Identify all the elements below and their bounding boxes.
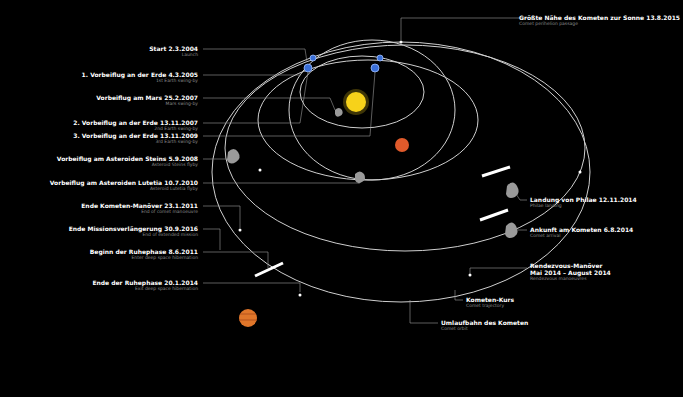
callout-label: Umlaufbahn des KometenComet orbit bbox=[441, 319, 528, 332]
label-translation: Exit deep space hibernation bbox=[92, 286, 198, 292]
label-translation: 1st Earth swing-by bbox=[82, 78, 198, 84]
spacecraft-orbit bbox=[225, 45, 585, 251]
event-label: Umlaufbahn des Kometen bbox=[441, 319, 528, 326]
callout-label: Start 2.3.2004Launch bbox=[149, 45, 198, 58]
event-label: Ende Kometen-Manöver 23.1.2011 bbox=[81, 202, 198, 209]
event-label: 2. Vorbeiflug an der Erde 13.11.2007 bbox=[73, 119, 198, 126]
earth-symbols bbox=[304, 55, 383, 72]
callout-label: Kometen-KursComet trajectory bbox=[466, 296, 514, 309]
callout-label: Ankunft am Kometen 6.8.2014Comet arrival bbox=[530, 226, 633, 239]
callout-label: Ende Kometen-Manöver 23.1.2011End of com… bbox=[81, 202, 198, 215]
event-label: 3. Vorbeiflug an der Erde 13.11.2009 bbox=[73, 132, 198, 139]
label-translation: 2nd Earth swing-by bbox=[73, 126, 198, 132]
callout-label: Beginn der Ruhephase 8.6.2011Enter deep … bbox=[90, 248, 198, 261]
earth-orbit bbox=[300, 56, 424, 128]
event-label: Rendezvous-Manöver bbox=[530, 262, 611, 269]
event-label: Start 2.3.2004 bbox=[149, 45, 198, 52]
event-label: Vorbeiflug am Mars 25.2.2007 bbox=[96, 94, 198, 101]
callout-label: Vorbeiflug am Asteroiden Steins 5.9.2008… bbox=[57, 155, 198, 168]
label-translation: Asteroid Lutetia flyby bbox=[50, 186, 198, 192]
callout-label: Rendezvous-ManöverMai 2014 – August 2014… bbox=[530, 262, 611, 282]
label-translation: Rendezvous manoeuvres bbox=[530, 276, 611, 282]
leader-lines bbox=[203, 18, 527, 323]
label-translation: Comet perihelion passage bbox=[519, 21, 680, 27]
label-translation: Enter deep space hibernation bbox=[90, 255, 198, 261]
label-translation: Philae landing bbox=[530, 203, 637, 209]
event-label: Mai 2014 – August 2014 bbox=[530, 269, 611, 276]
phase-markers bbox=[255, 167, 510, 276]
label-translation: End of extended mission bbox=[69, 232, 198, 238]
label-translation: 3rd Earth swing-by bbox=[73, 139, 198, 145]
callout-label: Landung von Philae 12.11.2014Philae land… bbox=[530, 196, 637, 209]
steins-orbit bbox=[258, 60, 478, 180]
event-label: Vorbeiflug am Asteroiden Lutetia 10.7.20… bbox=[50, 179, 198, 186]
mars bbox=[395, 138, 409, 152]
event-label: Ankunft am Kometen 6.8.2014 bbox=[530, 226, 633, 233]
label-translation: End of comet manoeuvre bbox=[81, 209, 198, 215]
comet-nucleus bbox=[227, 108, 519, 238]
callout-label: Vorbeiflug am Mars 25.2.2007Mars swing-b… bbox=[96, 94, 198, 107]
event-label: Landung von Philae 12.11.2014 bbox=[530, 196, 637, 203]
event-label: Ende der Ruhephase 20.1.2014 bbox=[92, 279, 198, 286]
callout-label: 2. Vorbeiflug an der Erde 13.11.20072nd … bbox=[73, 119, 198, 132]
callout-label: Ende Missionsverlängerung 30.9.2016End o… bbox=[69, 225, 198, 238]
jupiter bbox=[239, 309, 257, 327]
event-label: Kometen-Kurs bbox=[466, 296, 514, 303]
callout-label: Größte Nähe des Kometen zur Sonne 13.8.2… bbox=[519, 14, 680, 27]
callout-label: 1. Vorbeiflug an der Erde 4.3.20051st Ea… bbox=[82, 71, 198, 84]
event-label: Größte Nähe des Kometen zur Sonne 13.8.2… bbox=[519, 14, 680, 21]
callout-label: Vorbeiflug am Asteroiden Lutetia 10.7.20… bbox=[50, 179, 198, 192]
event-label: Ende Missionsverlängerung 30.9.2016 bbox=[69, 225, 198, 232]
label-translation: Comet orbit bbox=[441, 326, 528, 332]
label-translation: Comet trajectory bbox=[466, 303, 514, 309]
label-translation: Launch bbox=[149, 52, 198, 58]
event-label: 1. Vorbeiflug an der Erde 4.3.2005 bbox=[82, 71, 198, 78]
callout-label: 3. Vorbeiflug an der Erde 13.11.20093rd … bbox=[73, 132, 198, 145]
label-translation: Comet arrival bbox=[530, 233, 633, 239]
event-label: Beginn der Ruhephase 8.6.2011 bbox=[90, 248, 198, 255]
label-translation: Mars swing-by bbox=[96, 101, 198, 107]
event-label: Vorbeiflug am Asteroiden Steins 5.9.2008 bbox=[57, 155, 198, 162]
label-translation: Asteroid Steins flyby bbox=[57, 162, 198, 168]
callout-label: Ende der Ruhephase 20.1.2014Exit deep sp… bbox=[92, 279, 198, 292]
